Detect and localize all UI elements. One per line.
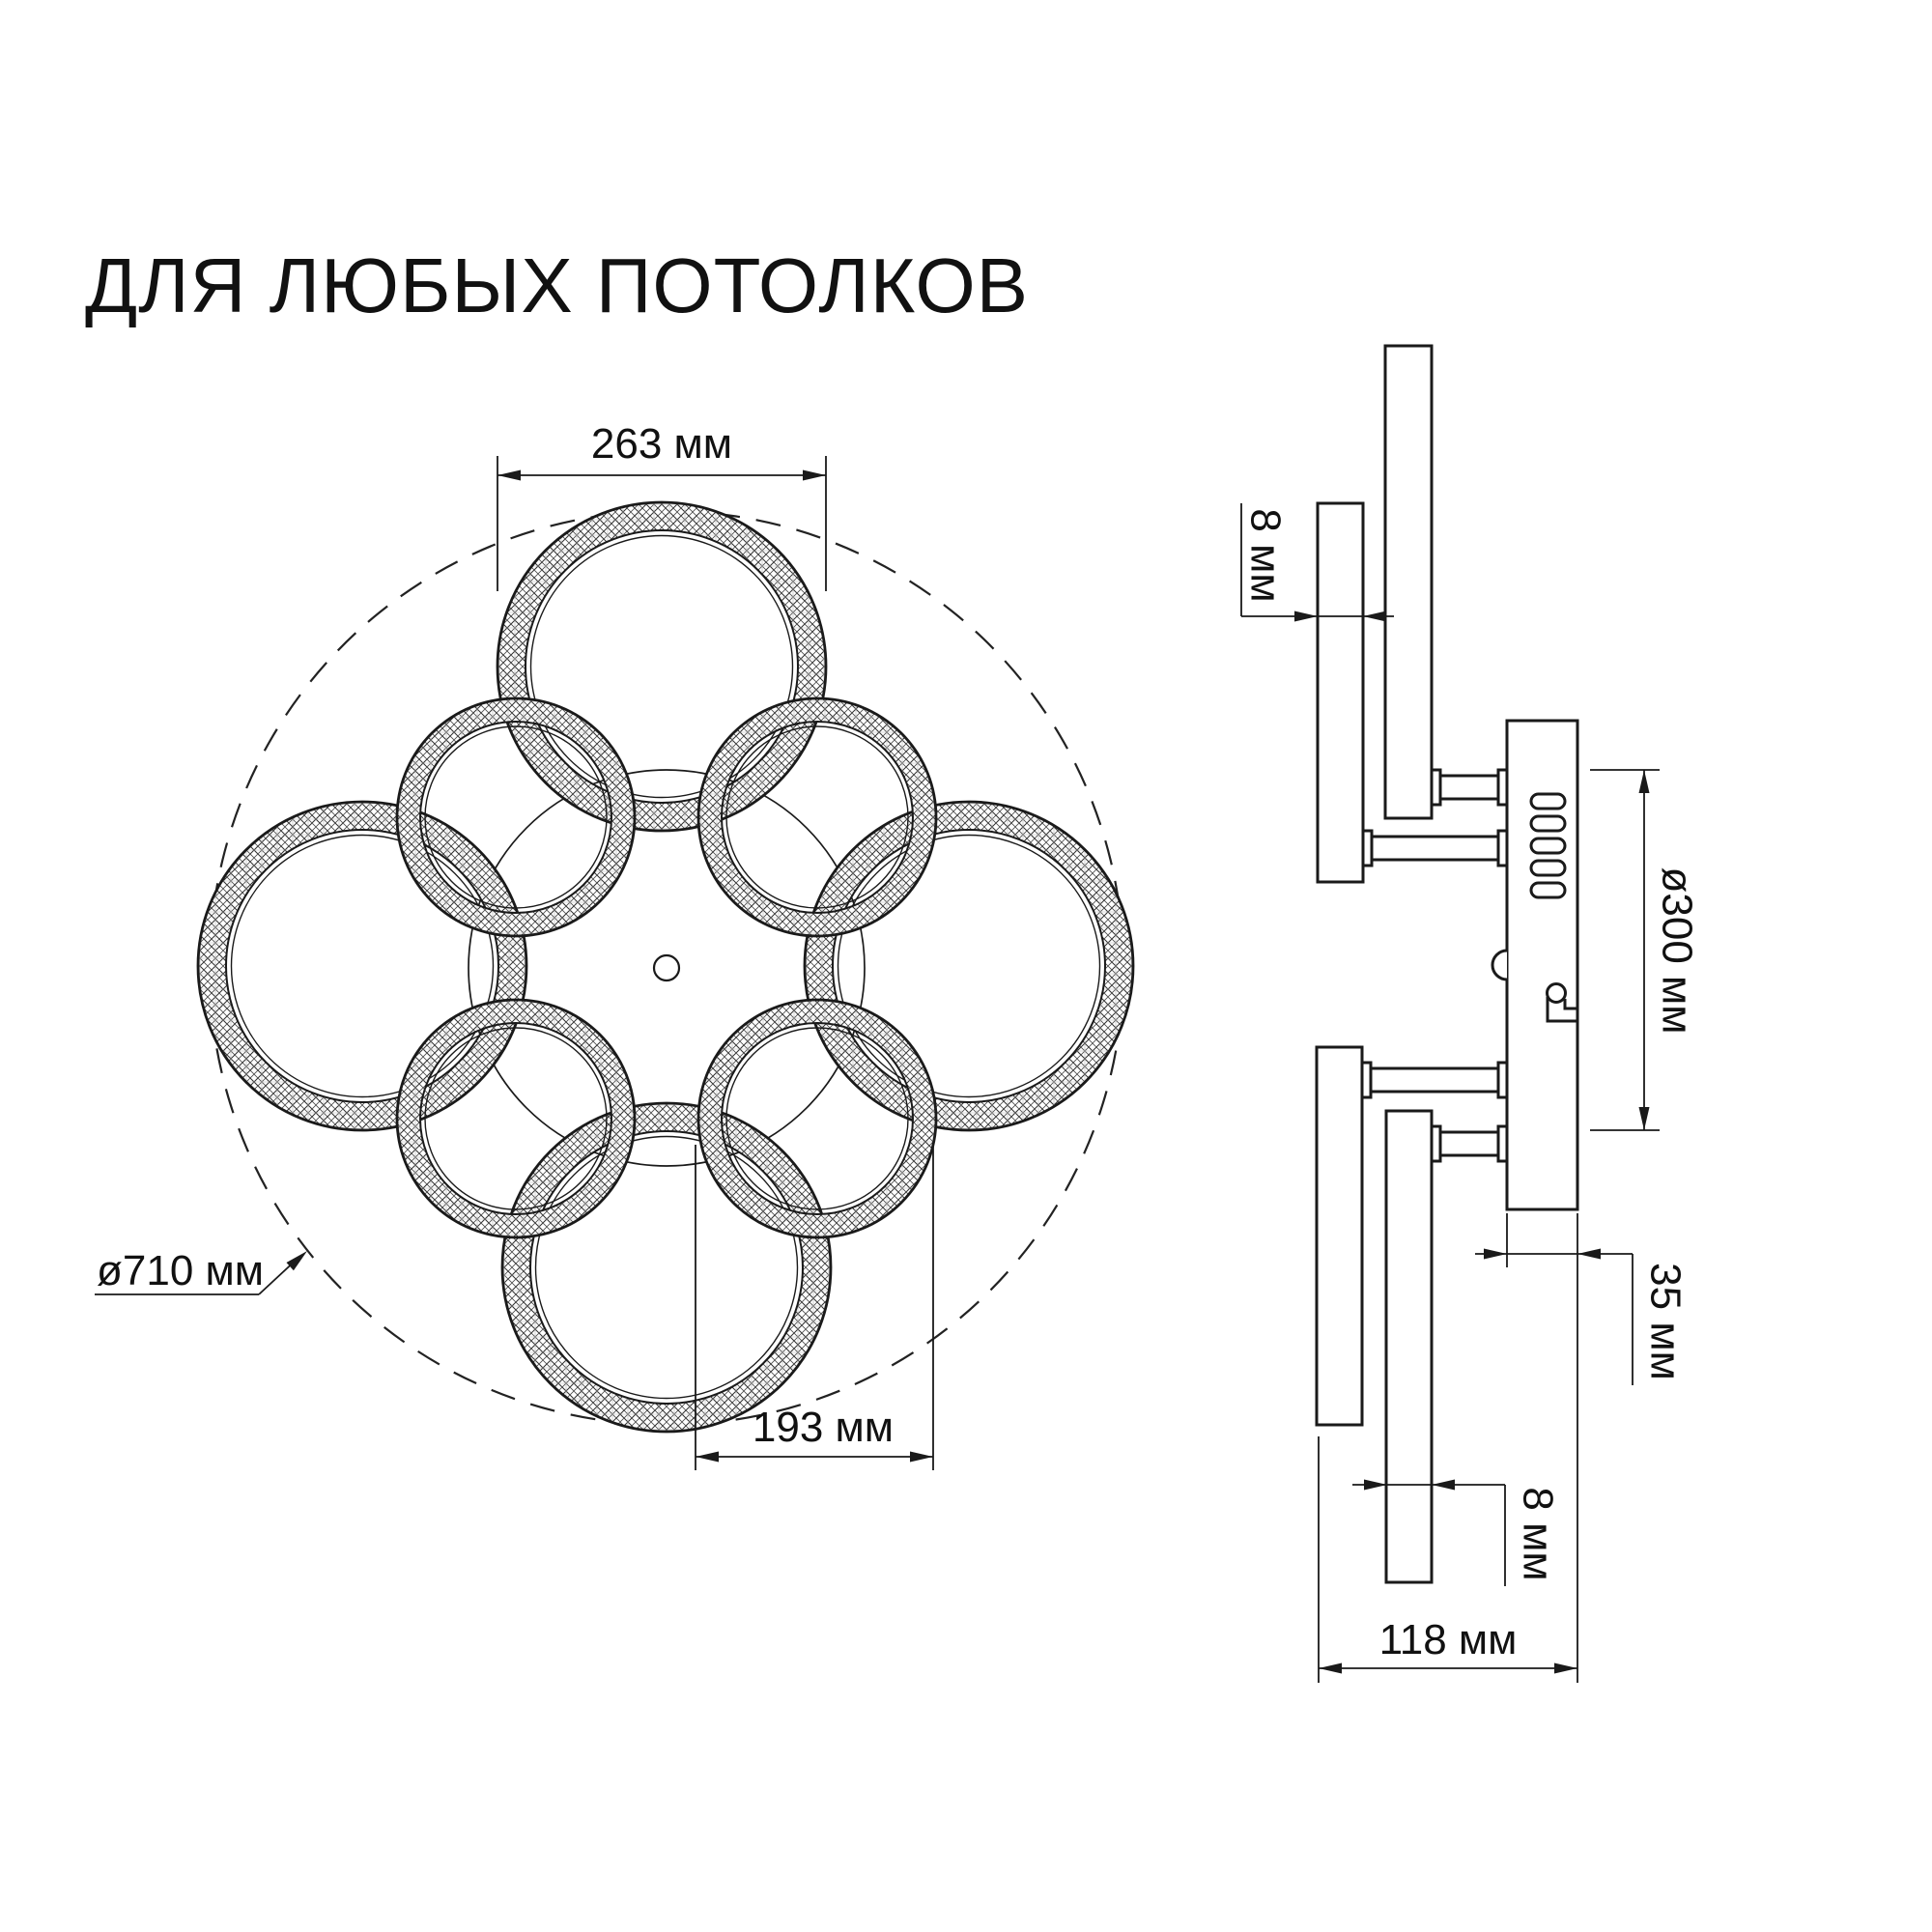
dim-118-label: 118 мм — [1379, 1616, 1518, 1663]
connector-pin-2 — [1361, 829, 1509, 867]
dimension-ring-depth-top: 8 мм — [1240, 503, 1394, 622]
dimension-small-ring: 193 мм — [695, 1145, 934, 1470]
keyhole-hook — [1546, 982, 1577, 1023]
ceiling-base-circle — [468, 769, 866, 1167]
dim-300-label: ø300 мм — [1654, 867, 1701, 1034]
ring-large-left — [196, 800, 528, 1132]
dimension-large-ring-outer: 263 мм — [497, 420, 827, 591]
dimension-total-depth: 118 мм — [1318, 1213, 1578, 1683]
dimension-base-diameter: ø300 мм — [1590, 769, 1701, 1131]
dimension-overall-diameter: ø710 мм — [95, 1247, 307, 1295]
ring-large-bottom — [500, 1101, 833, 1434]
side-view-diagram: 8 мм ø300 мм 35 мм 8 мм — [1240, 344, 1701, 1683]
page-title: ДЛЯ ЛЮБЫХ ПОТОЛКОВ — [85, 242, 1030, 328]
cable-entry-bump — [1491, 949, 1508, 981]
top-view-diagram: 263 мм 193 мм ø710 мм — [95, 420, 1135, 1470]
dim-263-label: 263 мм — [591, 420, 732, 468]
connector-pin-3 — [1360, 1061, 1509, 1099]
ring-profile-bottom-tall — [1384, 1109, 1434, 1584]
ring-profile-top-short — [1316, 501, 1365, 884]
dim-35-label: 35 мм — [1642, 1263, 1690, 1380]
connector-pin-4 — [1430, 1124, 1509, 1163]
ventilation-slots — [1529, 792, 1567, 899]
ring-large-top — [496, 500, 828, 833]
ring-profile-top-tall — [1383, 344, 1434, 820]
dim-8-bottom-label: 8 мм — [1515, 1487, 1562, 1580]
ring-profile-bottom-short — [1315, 1045, 1364, 1427]
dim-193-label: 193 мм — [753, 1404, 894, 1451]
dimension-base-depth: 35 мм — [1475, 1213, 1690, 1385]
connector-pin-1 — [1430, 768, 1509, 807]
ring-large-right — [803, 800, 1135, 1132]
dim-8-top-label: 8 мм — [1242, 508, 1290, 602]
dim-710-label: ø710 мм — [97, 1247, 264, 1294]
center-hole — [652, 953, 681, 982]
dimension-ring-depth-bottom: 8 мм — [1352, 1479, 1562, 1586]
